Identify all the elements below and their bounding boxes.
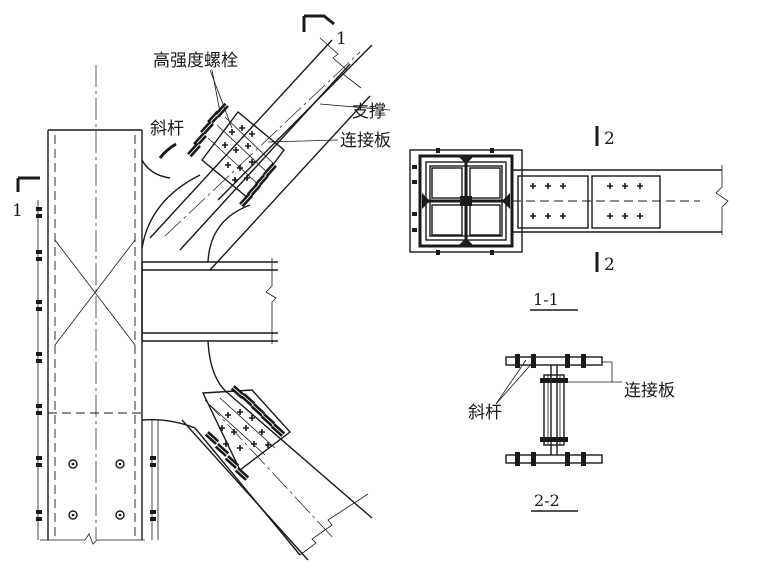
label-section-diagonal: 斜杆 <box>468 403 502 423</box>
horizontal-beam <box>141 258 278 344</box>
label-section-connection-plate: 连接板 <box>624 381 675 401</box>
label-brace: 支撑 <box>352 102 386 122</box>
cut2-top-mark: 2 <box>604 129 615 149</box>
upper-brace <box>149 37 373 271</box>
upper-plate-bolts <box>186 101 278 209</box>
section-title-2-2: 2-2 <box>534 491 560 510</box>
section-2-2-view: 连接板 斜杆 2-2 <box>468 354 675 512</box>
cut1-left-mark: 1 <box>12 201 23 221</box>
column-flange-bolts <box>36 207 156 521</box>
lower-brace <box>181 389 373 561</box>
cut2-bottom-mark: 2 <box>604 255 615 275</box>
label-connection-plate: 连接板 <box>340 131 391 151</box>
label-diagonal-top: 斜杆 <box>150 119 184 139</box>
section-1-1-view: 2 2 1-1 <box>409 126 729 311</box>
anchor-bolts <box>68 459 125 520</box>
elevation-view: 1 1 高强度螺栓 斜杆 支撑 连接板 <box>12 14 391 561</box>
leader-lines <box>209 69 391 143</box>
section-cut-1 <box>16 14 335 192</box>
label-high-strength-bolt: 高强度螺栓 <box>153 51 238 71</box>
cut1-top-mark: 1 <box>336 29 347 49</box>
section-title-1-1: 1-1 <box>533 290 559 309</box>
